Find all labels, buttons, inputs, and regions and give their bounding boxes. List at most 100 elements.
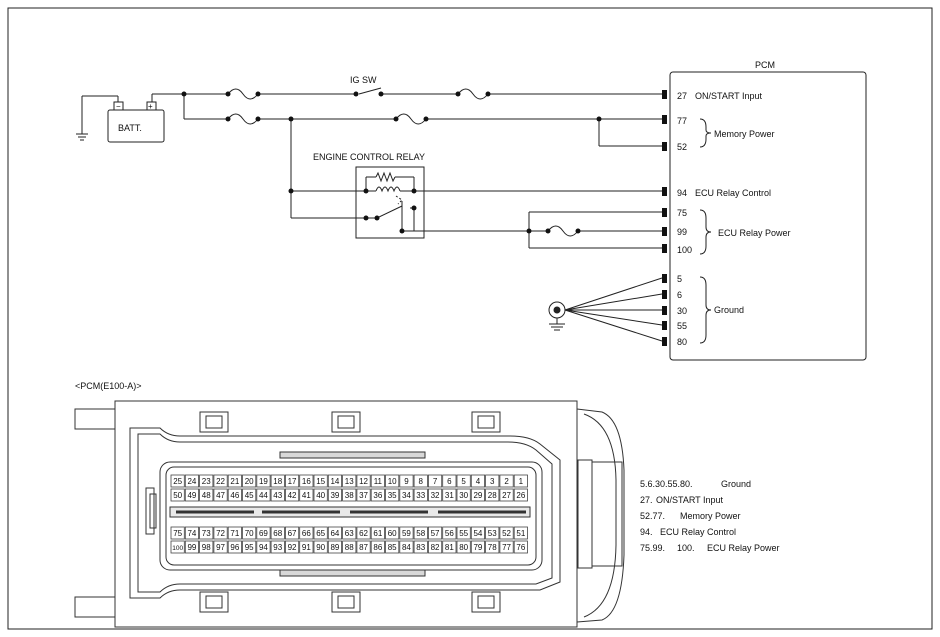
pin-cell [256,488,271,502]
legend-on-start-desc: ON/START Input [656,495,724,505]
pin-number: 96 [230,543,239,552]
pin-cell [456,488,471,502]
brace-ecu-relay-power [699,209,712,255]
pin-number: 20 [245,477,254,486]
pin-cell [327,474,342,488]
pin-number: 45 [245,491,254,500]
pin-number: 21 [230,477,239,486]
pin-number: 81 [445,543,454,552]
pin-cell [442,526,457,540]
pin-27-label: 27 [677,91,687,101]
fuse-5 [547,225,579,237]
pin-number: 12 [359,477,368,486]
pin-cell [356,540,371,554]
pin-cell [385,526,400,540]
legend-relay-power-pins-2: 100. [677,543,695,553]
pin-cell [485,474,500,488]
pin-cell [413,474,428,488]
pin-number: 18 [273,477,282,486]
pin-number: 72 [216,529,225,538]
pin-75-label: 75 [677,208,687,218]
pin-number: 49 [187,491,196,500]
pin-number: 22 [216,477,225,486]
page-frame [7,7,933,630]
pin-number: 74 [187,529,196,538]
pin-cell [213,474,228,488]
pin-number: 95 [245,543,254,552]
pin-cell [399,526,414,540]
pin-cell [470,474,485,488]
pin-number: 46 [230,491,239,500]
pin-cell [385,488,400,502]
pin-number: 57 [431,529,440,538]
pin-number: 56 [445,529,454,538]
signal-memory-power: Memory Power [714,129,775,139]
pin-cell [313,488,328,502]
signal-on-start: ON/START Input [695,91,763,101]
pin-cell [442,488,457,502]
pin-number: 23 [202,477,211,486]
legend-relay-control-pins: 94. [640,527,653,537]
pin-number: 52 [502,529,511,538]
pin-cell [313,526,328,540]
pin-cell [227,488,242,502]
pin-cell [356,474,371,488]
battery-ground-symbol [76,95,119,141]
pin-number: 25 [173,477,182,486]
pin-number: 80 [459,543,468,552]
pin-30-label: 30 [677,306,687,316]
cable-cover [576,408,625,623]
pin-number: 60 [388,529,397,538]
ignition-switch [358,87,382,95]
pin-cell [499,526,514,540]
pin-cell [299,488,314,502]
pin-cell [270,474,285,488]
pin-cell [427,526,443,540]
signal-ecu-relay-control: ECU Relay Control [695,188,771,198]
signal-ground: Ground [714,305,744,315]
pin-cell [256,540,271,554]
pin-cell [199,526,214,540]
pin-cell [227,526,242,540]
pin-number: 50 [173,491,182,500]
pin-cell [270,488,285,502]
pin-number: 8 [419,477,424,486]
pin-number: 93 [273,543,282,552]
pin-cell [399,488,414,502]
pin-cell [513,488,528,502]
pin-number: 3 [490,477,495,486]
pin-cell [370,540,385,554]
pin-cell [342,488,357,502]
legend-relay-power-desc: ECU Relay Power [707,543,780,553]
pin-number: 37 [359,491,368,500]
pin-number: 36 [373,491,382,500]
pin-number: 32 [431,491,440,500]
pin-number: 4 [476,477,481,486]
pin-number: 38 [345,491,354,500]
battery-label: BATT. [118,123,142,133]
pin-cell [427,474,443,488]
brace-memory-power [699,118,712,148]
pin-number: 10 [388,477,397,486]
pin-number: 66 [302,529,311,538]
pin-number: 44 [259,491,268,500]
relay-label: ENGINE CONTROL RELAY [313,152,425,162]
pin-number: 14 [330,477,339,486]
pin-number: 91 [302,543,311,552]
pin-cell [513,540,528,554]
pin-cell [427,488,443,502]
pin-number: 99 [187,543,196,552]
pin-number: 77 [502,543,511,552]
pin-number: 82 [431,543,440,552]
pin-number: 70 [245,529,254,538]
pin-number: 75 [173,529,182,538]
pin-cell [213,526,228,540]
pin-number: 5 [461,477,466,486]
pin-cell [184,474,200,488]
battery-negative-mark: − [116,102,121,111]
pin-number: 73 [202,529,211,538]
pin-cell [485,540,500,554]
pin-cell [342,526,357,540]
ig-sw-label: IG SW [350,75,377,85]
